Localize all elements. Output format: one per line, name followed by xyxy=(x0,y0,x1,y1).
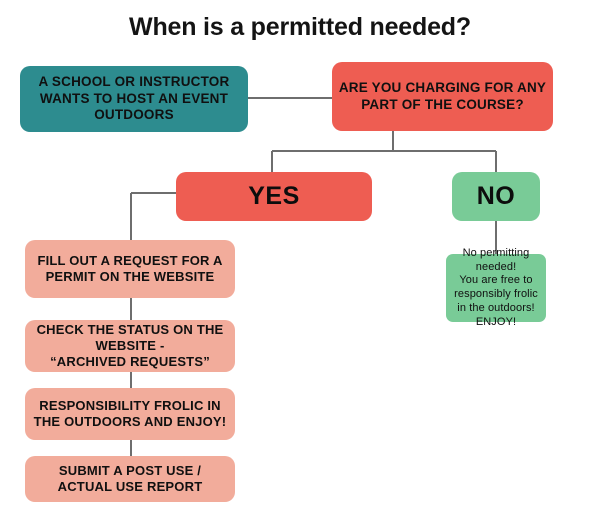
node-step-fill-out-request[interactable]: FILL OUT A REQUEST FOR A PERMIT ON THE W… xyxy=(25,240,235,298)
node-start[interactable]: A SCHOOL OR INSTRUCTOR WANTS TO HOST AN … xyxy=(20,66,248,132)
node-question[interactable]: ARE YOU CHARGING FOR ANY PART OF THE COU… xyxy=(332,62,553,131)
node-question-label: ARE YOU CHARGING FOR ANY PART OF THE COU… xyxy=(338,80,547,112)
node-step-submit-post-use-report[interactable]: SUBMIT A POST USE / ACTUAL USE REPORT xyxy=(25,456,235,502)
node-branch-no-label: NO xyxy=(476,182,516,211)
page-title: When is a permitted needed? xyxy=(129,13,471,41)
node-step-check-status[interactable]: CHECK THE STATUS ON THE WEBSITE - “ARCHI… xyxy=(25,320,235,372)
node-step-4-label: SUBMIT A POST USE / ACTUAL USE REPORT xyxy=(57,463,203,494)
node-branch-yes-label: YES xyxy=(248,182,300,211)
node-outcome-no-permit[interactable]: No permitting needed! You are free to re… xyxy=(446,247,546,328)
node-step-3-label: RESPONSIBILITY FROLIC IN THE OUTDOORS AN… xyxy=(33,398,227,429)
node-branch-no[interactable]: NO xyxy=(452,172,540,221)
node-step-frolic-outdoors[interactable]: RESPONSIBILITY FROLIC IN THE OUTDOORS AN… xyxy=(25,388,235,440)
node-branch-yes[interactable]: YES xyxy=(176,172,372,221)
node-step-1-label: FILL OUT A REQUEST FOR A PERMIT ON THE W… xyxy=(37,253,223,284)
node-outcome-label: No permitting needed! You are free to re… xyxy=(454,246,538,328)
node-start-label: A SCHOOL OR INSTRUCTOR WANTS TO HOST AN … xyxy=(38,74,230,123)
node-step-2-label: CHECK THE STATUS ON THE WEBSITE - “ARCHI… xyxy=(36,322,224,369)
